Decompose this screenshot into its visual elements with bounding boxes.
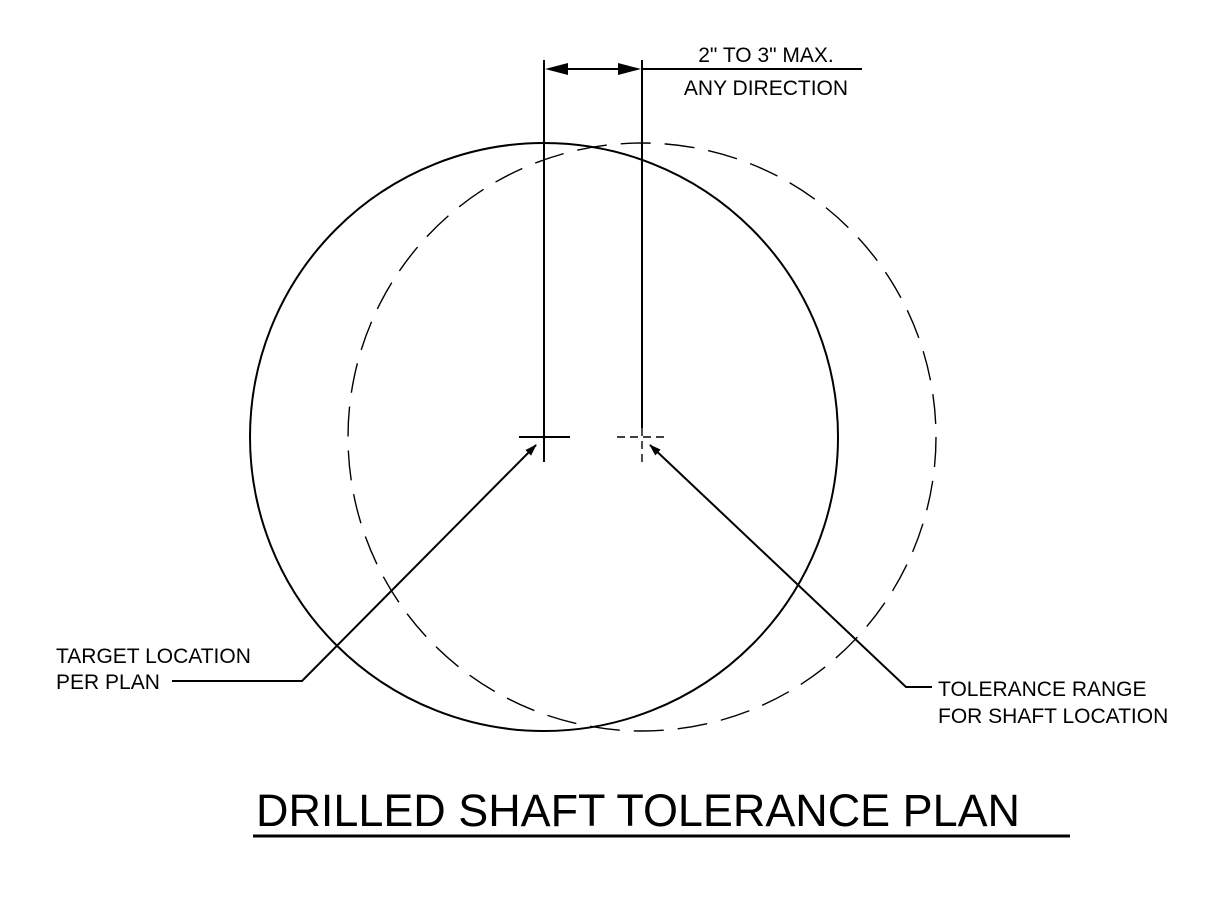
tolerance-leader-line [649,444,932,688]
dimension-text-line1: 2" TO 3" MAX. [698,44,834,67]
tolerance-center-mark [617,428,667,462]
dimension-arrow-left [545,63,568,75]
target-callout-line2: PER PLAN [56,671,160,694]
target-callout-line1: TARGET LOCATION [56,645,251,668]
target-leader-line [172,444,537,682]
target-center-mark [519,428,570,462]
dimension-arrow-right [618,63,641,75]
tolerance-callout-line1: TOLERANCE RANGE [938,678,1147,701]
drawing-title: DRILLED SHAFT TOLERANCE PLAN [256,785,1020,836]
tolerance-callout-line2: FOR SHAFT LOCATION [938,705,1168,728]
dimension-text-line2: ANY DIRECTION [684,77,848,100]
